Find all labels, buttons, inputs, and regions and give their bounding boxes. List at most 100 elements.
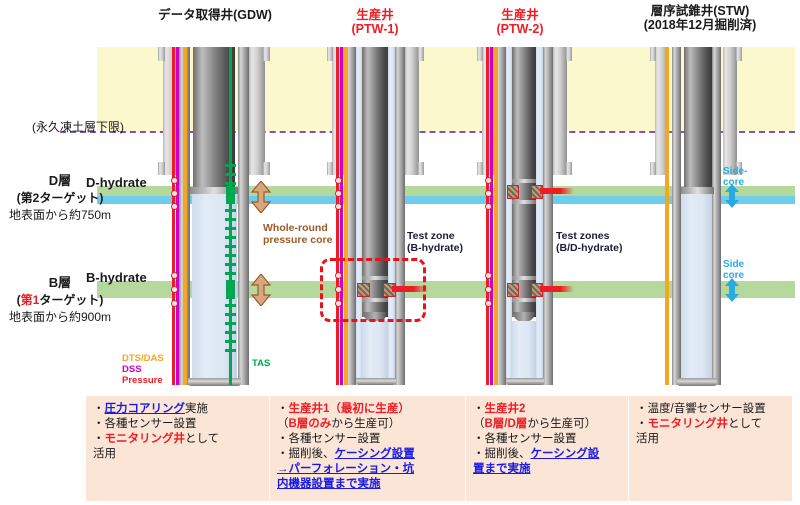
well-title-ptw1-line1: 生産井	[356, 8, 394, 22]
ptw2-casing-hanger-left	[477, 47, 483, 61]
note-run: ・各種センサー設置	[93, 418, 197, 430]
gdw-tubing-string	[193, 47, 235, 187]
gdw-tas-sensor	[225, 313, 236, 316]
b-layer-depth-text: 地表面から約900m	[8, 310, 112, 324]
gdw-tas-sensor	[225, 182, 236, 185]
gdw-dss-cable	[176, 47, 179, 385]
ptw1-test-zone-line1: Test zone	[407, 230, 455, 242]
ptw1-packer-collar-bottom	[362, 298, 388, 302]
gdw-tas-sensor	[225, 164, 236, 167]
note-run: ・温度/音響センサー設置	[636, 403, 766, 415]
sidewall-core-b-line2: core	[723, 270, 745, 281]
note-run: 活用	[93, 448, 116, 460]
ptw2-d-perforation-jet	[540, 188, 574, 194]
ptw1-lower-fluid	[362, 321, 388, 380]
ptw1-perforation-jet	[392, 286, 428, 292]
gdw-tas-sensor	[225, 263, 236, 266]
gdw-pressure-gauge-3	[171, 203, 178, 210]
ptw1-casing-hanger-left	[327, 47, 333, 61]
stw-upper-tubing	[684, 47, 712, 187]
notes-row: ・圧力コアリング実施・各種センサー設置・モニタリング井として活用 ・生産井1（最…	[86, 396, 792, 501]
note-run: から生産可）	[527, 418, 597, 430]
b-layer-depth: 地表面から約900m	[0, 308, 120, 325]
note-line: ・各種センサー設置	[277, 432, 460, 447]
b-layer-band-green	[97, 281, 795, 298]
note-line: ・掘削後、ケーシング設	[473, 447, 623, 462]
stw-production-casing-right	[712, 47, 721, 385]
ptw2-production-casing-left	[496, 47, 506, 385]
gdw-tas-sensor	[225, 304, 236, 307]
b-layer-target-num: 第1	[20, 293, 40, 307]
gdw-tas-sensor	[225, 272, 236, 275]
sidewall-core-d-line2: core	[723, 177, 745, 188]
gdw-production-casing-right	[238, 47, 249, 385]
sidewall-core-label-b: Side core	[723, 259, 744, 281]
gdw-dts-das-cable	[183, 47, 187, 385]
pressure-core-arrow-d	[250, 181, 272, 213]
ptw2-pressure-gauge-6	[485, 300, 492, 307]
stw-casing-shoe-right	[736, 162, 742, 175]
ptw1-packer-collar-top	[362, 276, 388, 280]
legend-dss: DSS	[122, 364, 142, 375]
note-line: （B層/D層から生産可）	[473, 417, 623, 432]
gdw-pressure-gauge-5	[171, 286, 178, 293]
well-title-ptw2: 生産井 (PTW-2)	[465, 8, 575, 36]
note-line: ・各種センサー設置	[93, 417, 264, 432]
ptw2-casing-shoe-right	[566, 162, 572, 175]
b-hydrate-label: B-hydrate	[86, 270, 147, 285]
note-line: 置まで実施	[473, 462, 623, 477]
ptw1-pressure-gauge-5	[335, 286, 342, 293]
gdw-tas-block-b	[226, 280, 235, 299]
note-line: ・モニタリング井として	[93, 432, 264, 447]
ptw2-d-packer-collar-top	[512, 179, 536, 183]
ptw2-tubing-tip	[513, 312, 535, 322]
permafrost-label-text: (永久凍土層下限)	[32, 120, 124, 134]
stw-bottom-shoe	[677, 378, 717, 386]
d-layer-name: D層	[48, 173, 72, 188]
sidewall-core-label-d: Side- core	[723, 166, 747, 188]
ptw2-b-perforation-jet	[540, 286, 574, 292]
note-line: 活用	[636, 432, 787, 447]
gdw-tas-block-d	[226, 186, 235, 204]
note-line: 内機器設置まで実施	[277, 477, 460, 492]
ptw2-annulus-fluid-left	[506, 47, 512, 385]
note-line: ・モニタリング井として	[636, 417, 787, 432]
note-run: ・各種センサー設置	[277, 433, 381, 445]
ptw1-annulus-fluid-right	[388, 47, 395, 385]
gdw-pressure-cable	[172, 47, 175, 385]
legend-tas: TAS	[252, 358, 270, 369]
stw-casing-hanger-left	[650, 47, 656, 61]
d-layer-band-green	[97, 186, 795, 196]
ptw1-casing-shoe-left	[327, 162, 333, 175]
gdw-casing-hanger-right	[263, 47, 270, 61]
note-run: ・	[636, 418, 648, 430]
ptw1-test-zone-label: Test zone (B-hydrate)	[407, 230, 463, 254]
well-title-ptw2-line1: 生産井	[501, 8, 539, 22]
b-layer-target-prefix: (	[16, 293, 21, 307]
gdw-pressure-gauge-1	[171, 177, 178, 184]
stw-production-casing-left	[672, 47, 681, 385]
notes-box-gdw: ・圧力コアリング実施・各種センサー設置・モニタリング井として活用	[86, 396, 270, 501]
ptw1-pressure-gauge-6	[335, 300, 342, 307]
gdw-tas-sensor	[225, 209, 236, 212]
note-run: （	[277, 418, 289, 430]
legend-pressure: Pressure	[122, 375, 163, 386]
gdw-tas-sensor	[225, 218, 236, 221]
d-hydrate-label: D-hydrate	[86, 175, 147, 190]
pressure-core-arrow-b	[250, 274, 272, 306]
whole-round-pressure-core-label: Whole-round pressure core	[263, 222, 332, 246]
note-run: 内機器設置まで実施	[277, 478, 381, 490]
note-line: （B層のみから生産可）	[277, 417, 460, 432]
ptw2-surface-casing-right	[553, 47, 567, 175]
sensor-legend: DTS/DAS DSS Pressure	[122, 353, 164, 386]
ptw1-pressure-cable	[336, 47, 339, 385]
ptw2-lower-fluid	[512, 321, 536, 380]
well-title-stw: 層序試錐井(STW) (2018年12月掘削済)	[605, 4, 795, 32]
legend-dts-das: DTS/DAS	[122, 353, 164, 364]
gdw-tas-sensor	[225, 322, 236, 325]
gdw-pressure-gauge-2	[171, 190, 178, 197]
gdw-tas-sensor	[225, 227, 236, 230]
stw-tubing-shoe	[681, 187, 714, 194]
ptw2-dts-das-cable	[494, 47, 498, 385]
gdw-tas-sensor	[225, 331, 236, 334]
